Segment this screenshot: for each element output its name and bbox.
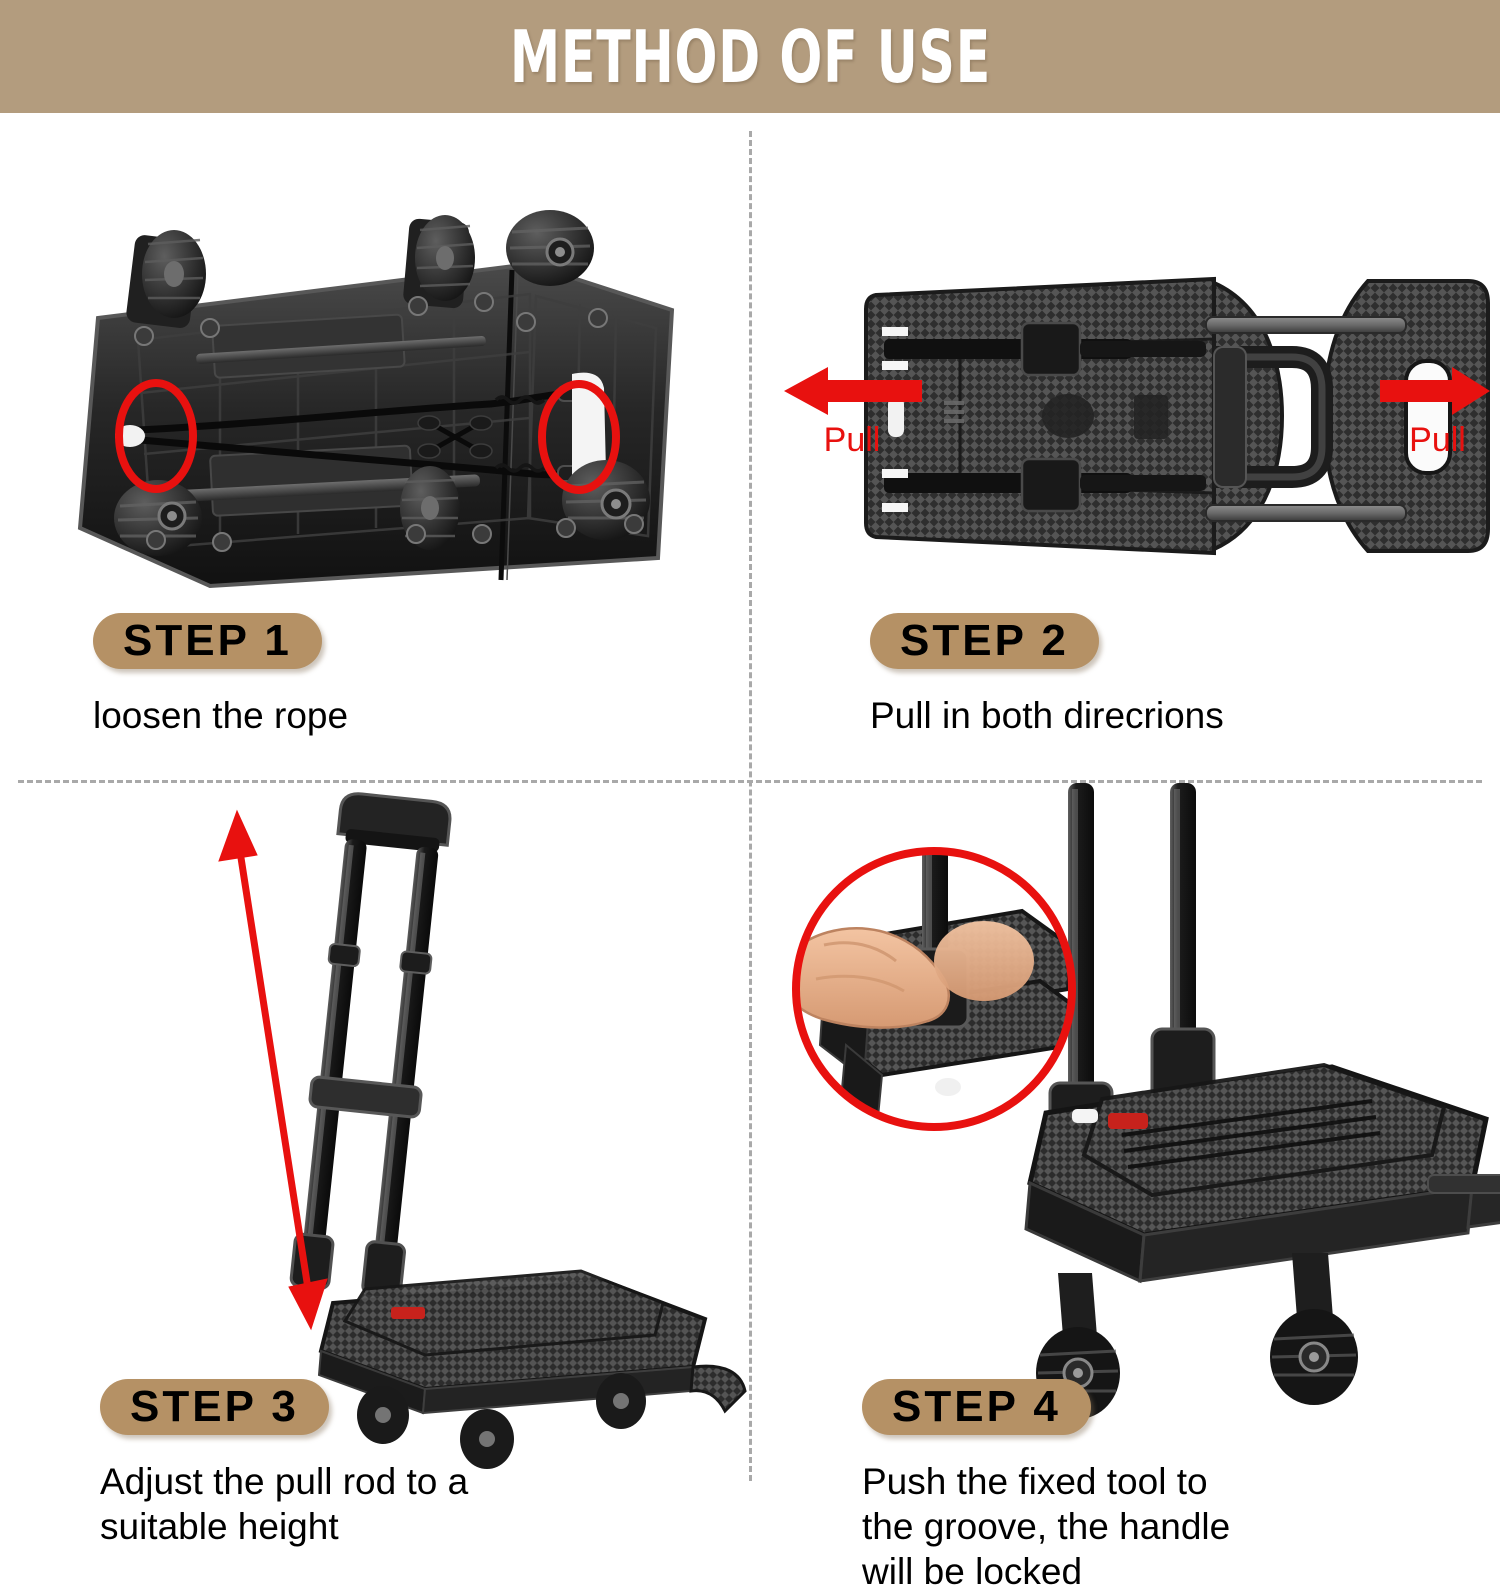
step-badge-1: STEP 1 (93, 613, 322, 669)
step-panel-4: STEP 4 Push the fixed tool to the groove… (752, 783, 1500, 1592)
step-panel-1: STEP 1 loosen the rope (0, 113, 749, 780)
pull-arrow-right-group: Pull (1380, 365, 1495, 457)
pull-arrow-left-icon (784, 367, 922, 415)
page-title: METHOD OF USE (509, 14, 991, 99)
step-badge-label-4: STEP 4 (892, 1382, 1061, 1431)
step-badge-4: STEP 4 (862, 1379, 1091, 1435)
pull-arrow-left-group: Pull (782, 365, 922, 457)
step-panel-2: Pull Pull STEP 2 Pull in both direcrions (752, 113, 1500, 780)
pull-label-left: Pull (823, 421, 881, 459)
step-caption-2: Pull in both direcrions (870, 695, 1224, 736)
cart-underside-photo (60, 210, 685, 598)
step-badge-label-3: STEP 3 (130, 1382, 299, 1431)
step-badge-label-1: STEP 1 (123, 616, 292, 665)
steps-grid: STEP 1 loosen the rope (0, 113, 1500, 1592)
step-caption-3: Adjust the pull rod to a suitable height (100, 1461, 469, 1548)
step-panel-3: STEP 3 Adjust the pull rod to a suitable… (0, 783, 749, 1547)
pull-label-right: Pull (1409, 421, 1466, 459)
step-badge-label-2: STEP 2 (900, 616, 1069, 665)
horizontal-divider (18, 780, 1482, 783)
pull-arrow-right-icon (1380, 367, 1490, 415)
header-banner: METHOD OF USE (0, 0, 1500, 113)
step-badge-2: STEP 2 (870, 613, 1099, 669)
vertical-divider (749, 131, 752, 1481)
step-caption-1: loosen the rope (93, 695, 349, 736)
step-badge-3: STEP 3 (100, 1379, 329, 1435)
cart-handle-lock-photo (772, 783, 1500, 1423)
step-caption-4: Push the fixed tool to the groove, the h… (862, 1461, 1231, 1593)
cart-extended-handle-photo (215, 792, 747, 1469)
cart-folded-top-view-photo (862, 261, 1500, 571)
